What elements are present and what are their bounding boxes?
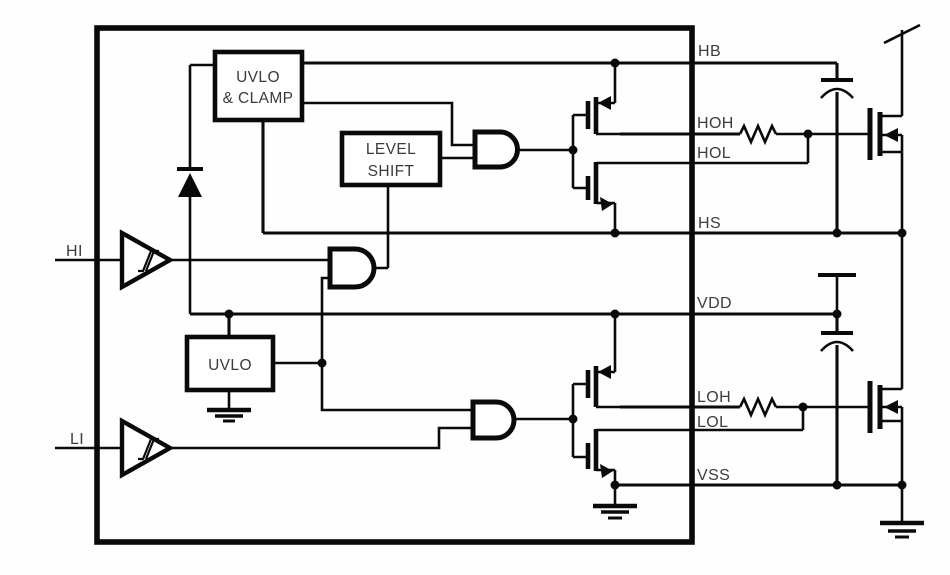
uvlo-label: UVLO [208, 357, 252, 374]
body-arrow-icon [600, 464, 613, 478]
uvlo-clamp-label-1: UVLO [236, 69, 280, 86]
hi-and-out-wire [374, 185, 390, 270]
pin-label-lol: LOL [697, 414, 728, 431]
hi-schmitt-buffer [119, 229, 175, 291]
hysteresis-icon [138, 249, 159, 273]
li-buffer-out-wire [170, 426, 473, 450]
hb-net [302, 61, 839, 80]
hs-net [261, 120, 902, 235]
hs-and-gate [472, 129, 520, 170]
hi-and-gate [327, 246, 377, 290]
li-schmitt-buffer [119, 417, 175, 479]
hoh-gate-resistor [738, 122, 778, 146]
ls-driver-pullup-mosfet [573, 314, 620, 409]
external-ground-symbol [880, 485, 924, 539]
pin-label-hi: HI [66, 243, 83, 260]
loh-gate-resistor [738, 395, 778, 419]
pin-label-li: LI [70, 431, 84, 448]
hs-and-out-wire [517, 115, 575, 188]
ls-and-gate [470, 399, 517, 441]
junction-dots [224, 58, 907, 490]
hs-driver-pulldown-mosfet [573, 161, 620, 233]
uvlo-clamp-out2-wire [302, 101, 475, 147]
pin-label-vss: VSS [697, 467, 730, 484]
body-arrow-icon [598, 365, 611, 379]
body-arrow-icon [598, 96, 611, 110]
hol-net [620, 134, 810, 165]
body-arrow-icon [600, 197, 613, 211]
body-arrow-icon [884, 128, 898, 142]
pin-label-hol: HOL [697, 145, 731, 162]
uvlo-out-net [273, 276, 473, 412]
bootstrap-capacitor [820, 78, 854, 233]
vdd-decoupling-capacitor [820, 314, 854, 485]
level-shift-label-2: SHIFT [368, 163, 415, 180]
level-shift-label-1: LEVEL [366, 141, 416, 158]
body-arrow-icon [884, 400, 898, 414]
internal-ground-symbol [593, 485, 637, 520]
hs-driver-pullup-mosfet [573, 63, 620, 136]
uvlo-block: UVLO [184, 334, 276, 393]
hoh-net [620, 122, 870, 146]
level-shift-block: LEVEL SHIFT [339, 130, 443, 188]
bootstrap-diode [177, 63, 215, 314]
pin-label-hs: HS [698, 215, 721, 232]
uvlo-clamp-block: UVLO & CLAMP [212, 49, 305, 123]
vdd-net [190, 312, 837, 337]
loh-net [620, 395, 870, 419]
pin-label-hb: HB [698, 43, 721, 60]
external-hs-power-mosfet [867, 23, 921, 233]
uvlo-clamp-label-2: & CLAMP [223, 90, 294, 107]
uvlo-ground-symbol [207, 390, 251, 423]
pin-label-hoh: HOH [697, 115, 734, 132]
hysteresis-icon [138, 437, 159, 461]
ic-boundary [94, 25, 695, 545]
external-ls-power-mosfet [867, 233, 904, 485]
ls-driver-pulldown-mosfet [573, 428, 620, 485]
ls-and-out-wire [514, 384, 575, 457]
vdd-supply-terminal [818, 273, 856, 314]
pin-label-vdd: VDD [697, 295, 732, 312]
pin-label-loh: LOH [697, 389, 731, 406]
